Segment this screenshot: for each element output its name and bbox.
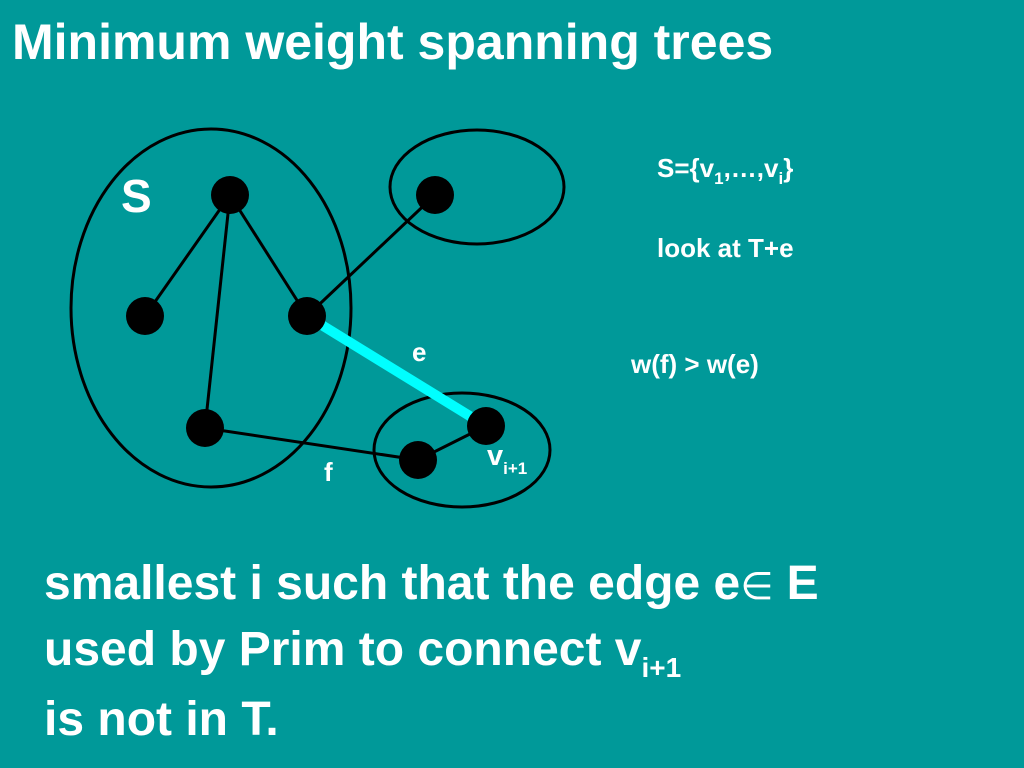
vertex-v-label: vi+1 — [487, 438, 527, 478]
vertex — [211, 176, 249, 214]
statement-line-1-text: smallest i such that the edge e — [44, 557, 741, 610]
vertex — [126, 297, 164, 335]
statement-line-2-text: used by Prim to connect v — [44, 623, 642, 676]
statement: smallest i such that the edge e∈ E used … — [44, 552, 819, 752]
vertex — [399, 441, 437, 479]
edge-f — [204, 426, 419, 462]
set-def-mid: ,…,v — [723, 153, 779, 183]
vertex — [288, 297, 326, 335]
edge-e — [304, 311, 489, 431]
edge-f-label: f — [324, 457, 333, 487]
slide-title: Minimum weight spanning trees — [12, 14, 774, 70]
statement-line-3: is not in T. — [44, 693, 279, 746]
set-def-suffix: } — [783, 153, 794, 183]
vertex — [186, 409, 224, 447]
vertices — [126, 176, 505, 479]
statement-line-1-end: E — [773, 557, 819, 610]
set-def-prefix: S={v — [657, 153, 715, 183]
edge — [143, 194, 232, 317]
vertex — [416, 176, 454, 214]
vertex-v-i-plus-1 — [467, 407, 505, 445]
edge — [203, 194, 232, 429]
element-of-symbol: ∈ — [740, 564, 774, 608]
edge-e-label: e — [412, 337, 427, 367]
edge — [228, 194, 309, 317]
set-top-ellipse — [388, 128, 566, 246]
statement-line-2: used by Prim to connect vi+1 — [44, 618, 819, 688]
set-def-sub-i: i — [778, 169, 784, 188]
statement-line-2-subscript: i+1 — [641, 652, 682, 683]
set-s-ellipse — [69, 127, 353, 489]
edge — [305, 193, 437, 318]
weight-comparison: w(f) > w(e) — [631, 349, 759, 379]
set-def-sub-1: 1 — [714, 169, 724, 188]
set-s-label: S — [121, 170, 152, 222]
statement-line-1: smallest i such that the edge e∈ E — [44, 552, 819, 618]
look-at-note: look at T+e — [657, 233, 794, 263]
vertex-v-letter: v — [487, 440, 504, 472]
vertex-v-subscript: i+1 — [503, 459, 528, 478]
set-bottom-ellipse — [372, 391, 552, 509]
set-definition: S={v1,…,vi} — [657, 152, 793, 188]
